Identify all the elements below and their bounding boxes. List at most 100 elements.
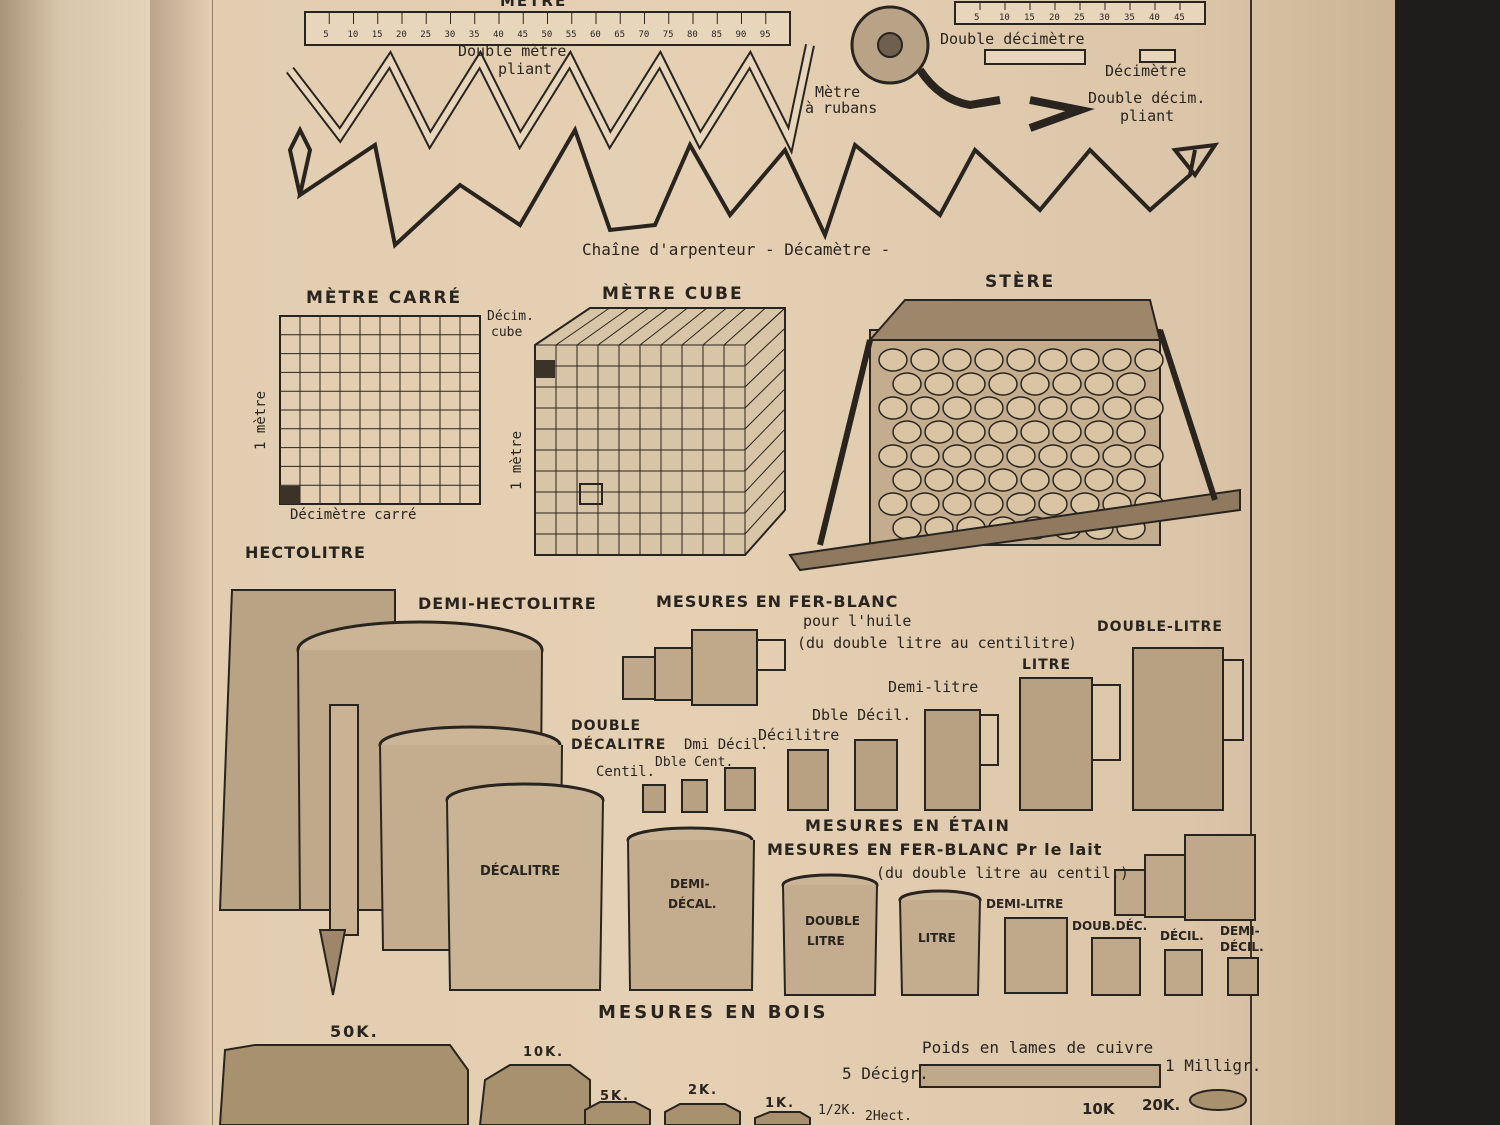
- weight-10k-label: 10K.: [523, 1045, 565, 1060]
- chaine-arpenteur-label: Chaîne d'arpenteur - Décamètre -: [582, 240, 891, 259]
- double-decimetre-label: Double décimètre: [940, 30, 1085, 48]
- decim-cube-label-2: cube: [491, 325, 523, 340]
- decil-wood-illustration: [1164, 949, 1203, 996]
- decil-label: DÉCIL.: [1160, 929, 1204, 943]
- stere-title: STÈRE: [985, 272, 1056, 292]
- metre-a-rubans-label-2: à rubans: [805, 99, 878, 117]
- metre-carre-gridlines: [280, 316, 480, 504]
- decalitre-barrel-illustration: [446, 799, 604, 991]
- double-decalitre-label-1: DOUBLE: [571, 718, 642, 734]
- dd-tick-label: 5: [974, 13, 979, 23]
- dd-tick-label: 45: [1174, 13, 1185, 23]
- du-double-litre-centil-label: (du double litre au centil.): [876, 864, 1129, 882]
- ruler-tick-label: 15: [372, 30, 383, 40]
- dd-tick-label: 40: [1149, 13, 1160, 23]
- metre-carre-side-label: 1 mètre: [253, 390, 269, 450]
- ruler-tick-label: 35: [469, 30, 480, 40]
- barrel-foot: [318, 929, 347, 996]
- demi-litre-wood-illustration: [1004, 917, 1068, 994]
- weights-illustration: [218, 1044, 1247, 1125]
- ruler-tick-label: 5: [323, 30, 328, 40]
- pewter-measures-illustration: [642, 647, 1244, 813]
- double-metre-pliant-label-2: pliant: [498, 60, 553, 78]
- ruler-tick-label: 25: [420, 30, 431, 40]
- demi-litre-label: Demi-litre: [888, 678, 979, 696]
- mesures-fer-blanc-lait-title: MESURES EN FER-BLANC Pr le lait: [767, 840, 1103, 859]
- small-cube: [579, 483, 603, 505]
- poids-lames-label: Poids en lames de cuivre: [922, 1038, 1154, 1057]
- demi-decal-barrel-illustration: [627, 839, 755, 991]
- weight-20k-label: 20K.: [1142, 1096, 1181, 1114]
- dd-tick-label: 10: [999, 13, 1010, 23]
- ruler-tick-label: 85: [711, 30, 722, 40]
- hectolitre-label: HECTOLITRE: [245, 543, 366, 562]
- double-decim-pliant-label-2: pliant: [1120, 107, 1175, 125]
- double-litre-label: DOUBLE-LITRE: [1097, 619, 1223, 635]
- stere-logs: [878, 348, 1164, 540]
- litre-label: LITRE: [1022, 657, 1072, 673]
- demi-decal-label-2: DÉCAL.: [668, 897, 717, 911]
- mesures-fer-blanc-title: MESURES EN FER-BLANC: [656, 592, 899, 611]
- ruler-tick-label: 30: [445, 30, 456, 40]
- dble-cent-label: Dble Cent.: [655, 755, 734, 770]
- demi-decil-label-1: DEMI-: [1220, 924, 1260, 938]
- metre-a-rubans-label-1: Mètre: [815, 83, 861, 101]
- surveyor-chain-illustration: [287, 125, 1197, 249]
- stere-strut-right: [1157, 329, 1218, 501]
- stere-strut-left: [817, 339, 873, 546]
- decimetre-carre-cell: [280, 486, 300, 504]
- decimetre-carre-label: Décimètre carré: [290, 507, 417, 523]
- stere-top: [867, 299, 1162, 341]
- ruler-tick-label: 95: [760, 30, 771, 40]
- weight-10k-right-label: 10K: [1082, 1100, 1115, 1118]
- ruler-tick-label: 60: [590, 30, 601, 40]
- decimetre-ruler-illustration: [984, 49, 1086, 65]
- un-milligr-label: 1 Milligr.: [1165, 1056, 1262, 1075]
- metre-cube-gridlines: [534, 307, 786, 556]
- weight-half-k-label: 1/2K.: [818, 1103, 858, 1118]
- ruler-tick-label: 40: [493, 30, 504, 40]
- metre-label: MÈTRE: [500, 0, 568, 10]
- ruler-tick-label: 80: [687, 30, 698, 40]
- ruler-tick-label: 50: [542, 30, 553, 40]
- dd-tick-label: 20: [1049, 13, 1060, 23]
- small-ruler-illustration: [1139, 49, 1176, 63]
- double-litre-wood-illustration: [782, 884, 878, 996]
- du-double-litre-centilitre-label: (du double litre au centilitre): [797, 634, 1077, 652]
- demi-decal-label-1: DEMI-: [670, 877, 710, 891]
- demi-decil-label-2: DÉCIL.: [1220, 940, 1264, 954]
- double-metre-pliant-label-1: Double mètre: [458, 42, 567, 60]
- doub-dec-wood-illustration: [1091, 937, 1141, 996]
- page-edge-stack: [0, 0, 150, 1125]
- copper-weight-strip: [919, 1064, 1161, 1088]
- dd-tick-label: 15: [1024, 13, 1035, 23]
- metre-carre-title: MÈTRE CARRÉ: [306, 288, 463, 308]
- double-litre-wood-label-2: LITRE: [807, 934, 845, 948]
- weight-2hect-label: 2Hect.: [865, 1109, 912, 1124]
- dd-tick-label: 30: [1099, 13, 1110, 23]
- double-litre-wood-label-1: DOUBLE: [805, 914, 860, 928]
- doub-dec-label: DOUB.DÉC.: [1072, 919, 1148, 933]
- dble-decil-label: Dble Décil.: [812, 706, 912, 724]
- ruler-tick-label: 70: [639, 30, 650, 40]
- double-decalitre-label-2: DÉCALITRE: [571, 737, 667, 753]
- demi-litre-wood-label: DEMI-LITRE: [986, 897, 1064, 911]
- ruler-tick-label: 65: [614, 30, 625, 40]
- centil-label: Centil.: [596, 764, 656, 780]
- chain-handle-right: [1171, 142, 1220, 179]
- dmi-decil-label: Dmi Décil.: [684, 737, 769, 753]
- double-decim-pliant-label-1: Double décim.: [1088, 89, 1206, 107]
- decalitre-label: DÉCALITRE: [480, 864, 561, 879]
- ruler-tick-label: 10: [348, 30, 359, 40]
- litre-wood-illustration: [899, 899, 981, 996]
- weight-50k-label: 50K.: [330, 1022, 379, 1041]
- pour-huile-label: pour l'huile: [803, 612, 912, 630]
- ruler-tick-label: 75: [663, 30, 674, 40]
- left-frame-line: [212, 0, 213, 1125]
- right-frame-line: [1250, 0, 1252, 1125]
- decilitre-label: Décilitre: [758, 726, 840, 744]
- decim-cube-label-1: Décim.: [487, 309, 534, 324]
- ruler-tick-label: 90: [736, 30, 747, 40]
